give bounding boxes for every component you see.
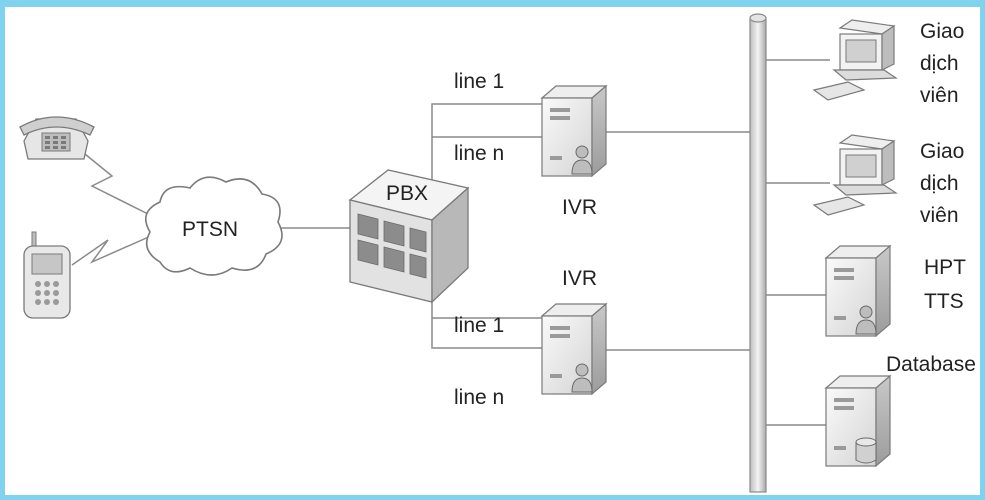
bottom-linen-label: line n [454, 386, 504, 409]
ptsn-label: PTSN [182, 218, 238, 241]
agent1-label-line1: Giao [920, 20, 964, 43]
server-icon [824, 244, 892, 338]
agent2-label-line1: Giao [920, 140, 964, 163]
server-icon [540, 302, 608, 396]
pbx-label: PBX [386, 182, 428, 205]
workstation-icon [812, 19, 898, 101]
top-linen-label: line n [454, 142, 504, 165]
link-pbx-ivr-top [431, 103, 545, 186]
lightning-telephone-icon [79, 149, 151, 216]
connection-lines [276, 59, 830, 426]
diagram-canvas: PTSN PBX line 1 line n IVR IVR line 1 li… [19, 13, 976, 493]
cloud-icon [144, 176, 283, 276]
agent2-label-line3: viên [920, 204, 959, 227]
agent2-label-line2: dịch [920, 172, 959, 195]
top-line1-label: line 1 [454, 70, 504, 93]
bottom-line1-label: line 1 [454, 314, 504, 337]
labels: PTSN PBX line 1 line n IVR IVR line 1 li… [182, 20, 976, 409]
lightning-mobile-icon [71, 231, 161, 266]
telephone-icon [19, 116, 95, 160]
agent1-label-line3: viên [920, 84, 959, 107]
mobile-phone-icon [23, 231, 71, 319]
agent1-label-line2: dịch [920, 52, 959, 75]
network-bus-icon [749, 13, 767, 493]
pbx-switch-icon [348, 169, 470, 304]
wireless-links [71, 149, 161, 266]
server-icon [540, 84, 608, 178]
hpt-tts-label-line2: TTS [924, 290, 964, 313]
hpt-tts-label-line1: HPT [924, 256, 966, 279]
database-label: Database [886, 353, 976, 376]
ivr-top-label: IVR [562, 196, 597, 219]
ivr-bottom-label: IVR [562, 267, 597, 290]
database-server-icon [824, 374, 892, 468]
workstation-icon [812, 134, 898, 216]
